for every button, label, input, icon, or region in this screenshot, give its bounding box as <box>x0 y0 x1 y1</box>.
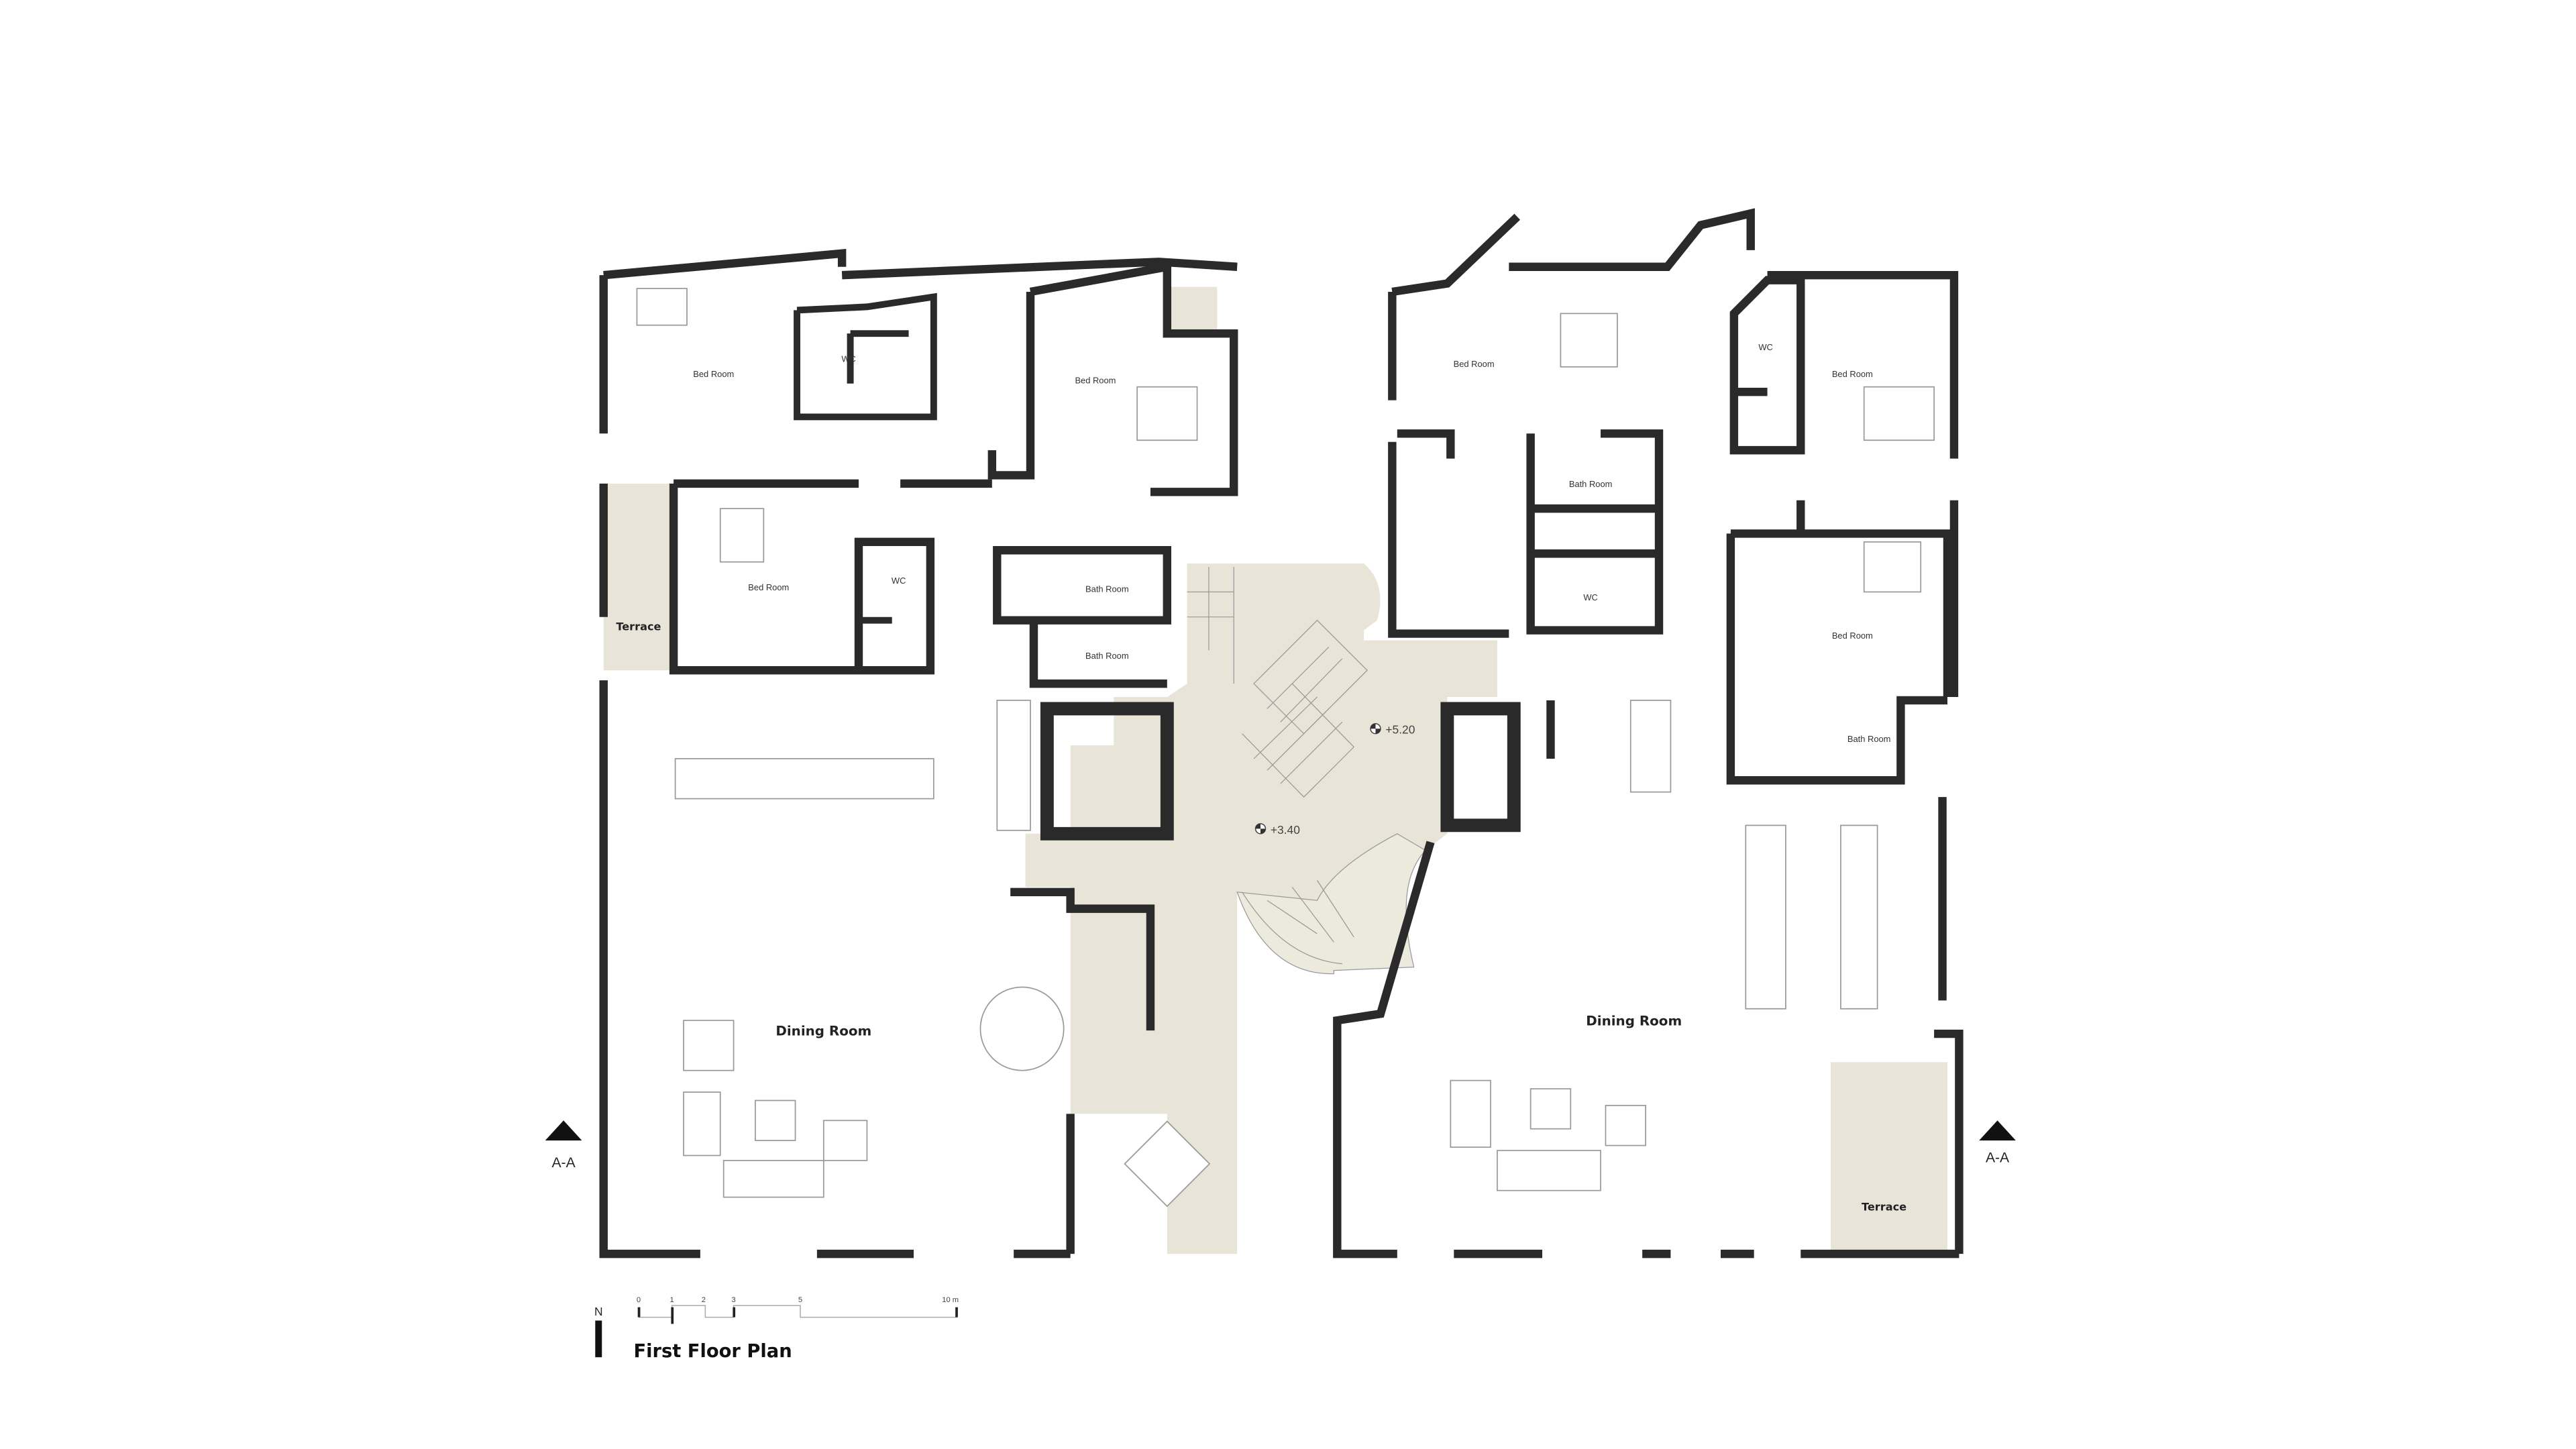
room-label: Bath Room <box>1847 734 1891 744</box>
right-unit-labels: Bed Room Bath Room WC WC Bed Room Bed Ro… <box>1454 342 1907 1213</box>
room-label: Bed Room <box>1075 376 1116 386</box>
furniture <box>636 288 1935 1208</box>
staircase <box>1187 567 1368 965</box>
level-label: +3.40 <box>1271 823 1300 837</box>
room-label: Dining Room <box>775 1024 871 1039</box>
scale-tick: 3 <box>731 1296 735 1304</box>
scale-tick: 1 <box>670 1296 674 1304</box>
plan-title: First Floor Plan <box>633 1341 792 1362</box>
room-label: WC <box>1583 592 1598 602</box>
circulation-area <box>603 286 1947 1254</box>
section-marker-right: A-A <box>1979 1120 2016 1165</box>
room-label: Bed Room <box>1832 631 1873 641</box>
north-arrow: N <box>594 1305 603 1358</box>
right-unit-walls <box>1333 208 1964 1258</box>
north-label: N <box>594 1305 603 1318</box>
scale-tick: 10 m <box>942 1296 959 1304</box>
level-label: +5.20 <box>1385 723 1415 737</box>
room-label: WC <box>892 576 906 586</box>
room-label: Bath Room <box>1569 479 1613 489</box>
section-marker-left: A-A <box>545 1120 582 1171</box>
room-label: Bath Room <box>1085 651 1129 661</box>
section-label: A-A <box>1986 1150 2010 1165</box>
room-label: Terrace <box>1862 1201 1907 1214</box>
room-label: Bed Room <box>693 369 734 379</box>
level-marker: +3.40 <box>1254 823 1300 837</box>
room-label: Bed Room <box>1454 359 1495 369</box>
left-unit-walls <box>599 249 1238 1258</box>
room-label: Terrace <box>616 621 661 633</box>
room-label: Dining Room <box>1586 1014 1682 1029</box>
scale-bar: 0 1 2 3 5 10 m <box>637 1296 959 1324</box>
left-unit-labels: Bed Room WC Bed Room Bed Room WC Terrace… <box>616 354 1128 1038</box>
level-marker: +5.20 <box>1370 723 1415 737</box>
room-label: Bed Room <box>748 582 789 592</box>
scale-tick: 2 <box>702 1296 706 1304</box>
room-label: WC <box>1758 342 1773 352</box>
scale-tick: 5 <box>798 1296 802 1304</box>
room-label: WC <box>841 354 856 364</box>
scale-tick: 0 <box>637 1296 641 1304</box>
room-label: Bed Room <box>1832 369 1873 379</box>
section-label: A-A <box>551 1155 576 1171</box>
room-label: Bath Room <box>1085 584 1129 594</box>
